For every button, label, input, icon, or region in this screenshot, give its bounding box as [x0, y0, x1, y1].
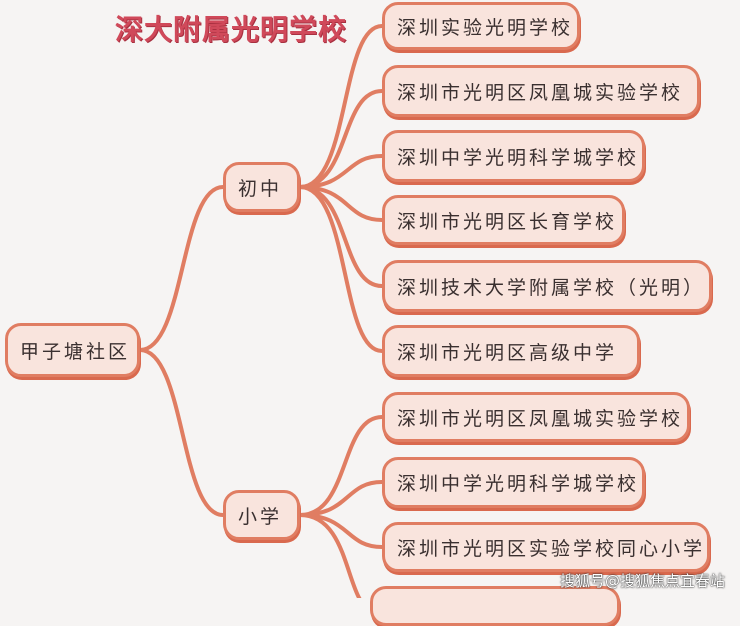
school-node: 深圳中学光明科学城学校 [382, 130, 645, 182]
school-node: 深圳市光明区凤凰城实验学校 [382, 65, 700, 117]
root-node: 甲子塘社区 [5, 323, 140, 377]
school-node: 深圳中学光明科学城学校 [382, 457, 645, 508]
school-node: 深圳市光明区高级中学 [382, 325, 640, 377]
school-node: 深圳实验光明学校 [382, 2, 580, 50]
branch-node-primary: 小学 [223, 490, 300, 540]
school-node: 深圳技术大学附属学校（光明） [382, 260, 712, 312]
school-node: 深圳市光明区实验学校同心小学 [382, 522, 710, 572]
watermark: 搜狐号@搜狐焦点宜春站 [560, 572, 726, 590]
school-node: 深圳市光明区凤凰城实验学校 [382, 392, 690, 442]
school-node-partial [370, 586, 620, 626]
connector-lines [138, 24, 384, 598]
branch-node-junior: 初中 [223, 162, 300, 212]
school-node: 深圳市光明区长育学校 [382, 195, 625, 245]
diagram-title: 深大附属光明学校 [115, 13, 348, 46]
